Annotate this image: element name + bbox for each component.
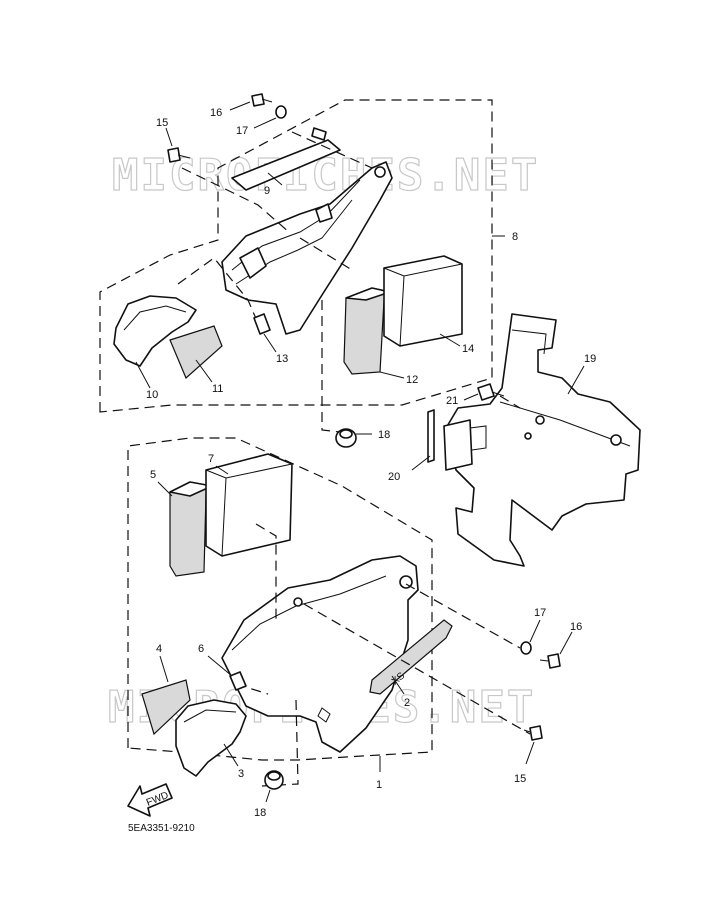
part-6-clip xyxy=(229,671,247,691)
leader-11 xyxy=(195,359,213,383)
part-20-strap xyxy=(427,409,487,471)
callout-14: 14 xyxy=(462,343,474,355)
callout-5: 5 xyxy=(150,469,156,481)
leader-19 xyxy=(567,365,585,395)
callout-3: 3 xyxy=(238,768,244,780)
callout-20: 20 xyxy=(388,471,400,483)
callout-9: 9 xyxy=(264,185,270,197)
part-16-bolt-top xyxy=(251,93,273,107)
part-11-wedge xyxy=(169,325,223,380)
guide-lower-4 xyxy=(405,583,521,649)
part-18-grommet-bottom xyxy=(264,770,284,790)
leader-2 xyxy=(391,675,405,695)
callout-2: 2 xyxy=(404,697,410,709)
callout-15-top: 15 xyxy=(156,117,168,129)
callout-12: 12 xyxy=(406,374,418,386)
guide-upper-1 xyxy=(181,167,291,234)
upper-side-cover xyxy=(221,161,393,335)
part-15-bolt-bottom xyxy=(523,725,543,741)
guide-lower-1 xyxy=(255,523,277,620)
part-12-damper xyxy=(343,287,392,375)
callout-15-bottom: 15 xyxy=(514,773,526,785)
callout-21: 21 xyxy=(446,395,458,407)
leader-15-bottom xyxy=(525,741,535,765)
leader-16-bottom xyxy=(559,631,573,655)
callout-18-top: 18 xyxy=(378,429,390,441)
part-5-damper xyxy=(169,481,214,577)
part-3-cover xyxy=(175,699,247,777)
leader-17-top xyxy=(253,117,277,129)
leader-6 xyxy=(207,655,233,677)
part-17-washer-top xyxy=(275,105,287,119)
callout-1: 1 xyxy=(376,779,382,791)
guide-lower-3 xyxy=(303,603,531,735)
part-18-grommet-top xyxy=(335,428,357,448)
guide-upper-4 xyxy=(299,237,353,271)
part-21-clip xyxy=(477,383,505,401)
guide-upper-3 xyxy=(177,257,261,329)
callout-16-bottom: 16 xyxy=(570,621,582,633)
part-13-clip xyxy=(253,313,271,335)
callout-17-bottom: 17 xyxy=(534,607,546,619)
callout-7: 7 xyxy=(208,453,214,465)
leader-17-bottom xyxy=(529,619,541,643)
leader-3 xyxy=(223,743,239,767)
callout-11: 11 xyxy=(212,383,223,395)
upper-group-boundary xyxy=(99,99,493,413)
part-17-washer-bottom xyxy=(520,641,532,655)
leader-20 xyxy=(411,455,431,471)
leader-4 xyxy=(159,655,169,683)
callout-4: 4 xyxy=(156,643,162,655)
guide-upper-5 xyxy=(321,300,341,433)
guide-upper-2 xyxy=(291,131,373,169)
callout-10: 10 xyxy=(146,389,158,401)
leader-5 xyxy=(157,481,173,497)
part-4-wedge xyxy=(141,679,191,736)
part-10-cover xyxy=(113,295,197,367)
callout-19: 19 xyxy=(584,353,596,365)
leader-12 xyxy=(379,371,405,379)
diagram-code: 5EA3351-9210 xyxy=(128,823,195,834)
leader-13 xyxy=(263,333,277,353)
part-19-bracket xyxy=(445,313,641,567)
leader-7 xyxy=(215,465,229,475)
callout-16-top: 16 xyxy=(210,107,222,119)
watermark-top: MICROFICHES.NET xyxy=(112,150,539,201)
leader-21 xyxy=(463,393,479,401)
part-7-pad xyxy=(205,453,293,557)
leader-18-bottom xyxy=(265,789,271,803)
callout-17-top: 17 xyxy=(236,125,248,137)
guide-lower-2 xyxy=(261,699,299,787)
leader-9 xyxy=(267,172,283,186)
fwd-arrow-icon: FWD xyxy=(127,783,173,817)
part-14-pad xyxy=(383,255,463,347)
callout-13: 13 xyxy=(276,353,288,365)
part-15-bolt-top xyxy=(167,147,191,163)
guide-21 xyxy=(499,395,521,409)
leader-15-top xyxy=(165,127,173,147)
callout-18-bottom: 18 xyxy=(254,807,266,819)
part-9-strip xyxy=(231,127,341,191)
leader-10 xyxy=(135,361,151,389)
leader-14 xyxy=(439,333,461,347)
callout-8: 8 xyxy=(512,231,518,243)
part-16-bolt-bottom xyxy=(539,653,561,669)
leader-16-top xyxy=(229,101,251,111)
callout-6: 6 xyxy=(198,643,204,655)
lower-side-cover: XS xyxy=(221,555,453,753)
